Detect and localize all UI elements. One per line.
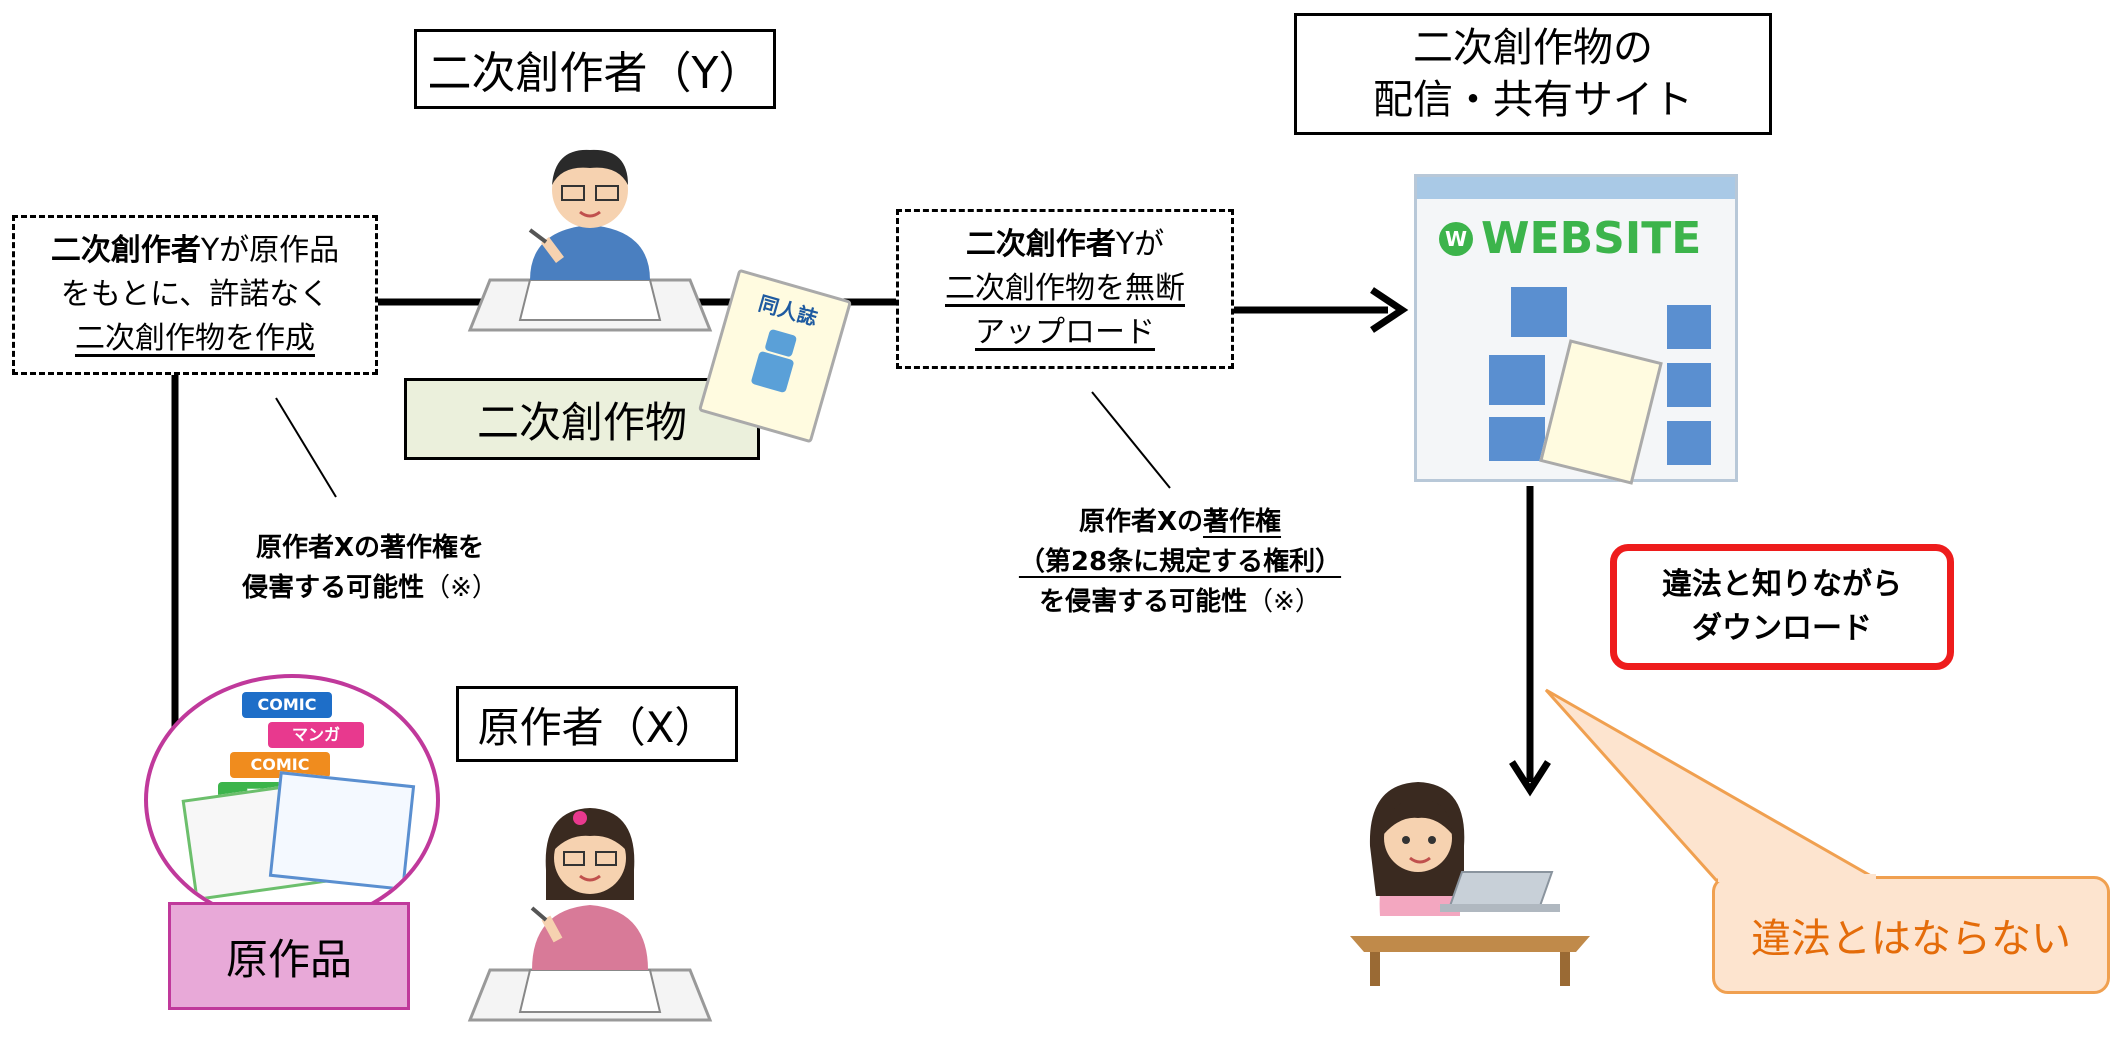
original-author-label: 原作者（X） — [456, 686, 738, 762]
website-image-block-3 — [1489, 417, 1545, 461]
original-work-circle: COMIC マンガ COMIC マンガ — [144, 674, 440, 926]
original-work-label: 原作品 — [168, 902, 410, 1010]
pointer-line-2 — [1091, 391, 1171, 489]
not-illegal-text: 違法とはならない — [1751, 916, 2071, 962]
infringe-note-2: 原作者Xの著作権 （第28条に規定する権利） を侵害する可能性（※） — [980, 502, 1380, 622]
arrow-head-down — [1509, 760, 1551, 797]
open-comic-book-2 — [268, 771, 416, 891]
infringe-note-1-mark: （※） — [424, 573, 498, 603]
note-upload-line1: Yが — [1115, 227, 1165, 262]
website-illustration: W WEBSITE — [1414, 174, 1738, 485]
derivative-work-text: 二次創作物 — [476, 397, 687, 447]
infringe-note-2-line1a: 原作者Xの — [1078, 507, 1204, 537]
website-sidebar-block-3 — [1667, 421, 1711, 465]
browser-bar — [1417, 177, 1735, 199]
website-sidebar-block-1 — [1667, 305, 1711, 349]
infringe-note-1-line1: 原作者Xの著作権を — [255, 533, 485, 563]
website-logo: W WEBSITE — [1439, 213, 1701, 264]
note-upload-bold: 二次創作者 — [965, 227, 1116, 262]
website-logo-icon: W — [1439, 221, 1473, 256]
note-create-line2: をもとに、許諾なく — [60, 277, 330, 312]
not-illegal-callout: 違法とはならない — [1712, 876, 2110, 994]
site-title-box: 二次創作物の 配信・共有サイト — [1294, 13, 1772, 135]
pointer-line-1 — [275, 397, 337, 498]
website-image-block-2 — [1489, 355, 1545, 405]
note-upload-line2: 二次創作物を無断 — [945, 271, 1185, 306]
secondary-creator-illustration — [450, 130, 730, 360]
illegal-download-line2: ダウンロード — [1692, 611, 1872, 646]
note-upload-line3: アップロード — [975, 315, 1155, 350]
infringe-note-2-line2: （第28条に規定する権利） — [1018, 547, 1342, 577]
secondary-creator-text: 二次創作者（Y） — [427, 48, 763, 99]
note-create: 二次創作者Yが原作品 をもとに、許諾なく 二次創作物を作成 — [12, 215, 378, 375]
secondary-creator-label: 二次創作者（Y） — [414, 29, 776, 109]
illegal-download-line1: 違法と知りながら — [1662, 567, 1902, 602]
arrow-head-right — [1370, 287, 1409, 333]
callout-joint — [1718, 874, 1876, 882]
comic-tag-2: マンガ — [268, 722, 364, 748]
website-logo-text: WEBSITE — [1481, 213, 1702, 264]
site-title-line2: 配信・共有サイト — [1373, 77, 1693, 123]
original-author-text: 原作者（X） — [477, 702, 717, 752]
original-work-text: 原作品 — [225, 934, 352, 984]
infringe-note-1-line2: 侵害する可能性 — [242, 573, 425, 603]
note-upload: 二次創作者Yが 二次創作物を無断 アップロード — [896, 209, 1234, 369]
note-create-line3: 二次創作物を作成 — [74, 321, 315, 356]
original-author-illustration — [450, 780, 730, 1030]
website-sidebar-block-2 — [1667, 363, 1711, 407]
site-title-line1: 二次創作物の — [1413, 25, 1653, 71]
downloader-illustration — [1340, 776, 1600, 990]
infringe-note-2-line3: を侵害する可能性 — [1039, 587, 1248, 617]
infringe-note-2-mark: （※） — [1247, 587, 1321, 617]
derivative-work-label: 二次創作物 — [404, 378, 760, 460]
website-doujinshi — [1539, 339, 1663, 485]
comic-tag-1: COMIC — [242, 692, 332, 718]
note-create-line1: Yが原作品 — [200, 233, 340, 268]
infringe-note-2-line1b: 著作権 — [1203, 507, 1282, 537]
website-image-block-1 — [1511, 287, 1567, 337]
infringe-note-1: 原作者Xの著作権を 侵害する可能性（※） — [220, 528, 520, 608]
robot-icon — [746, 326, 805, 396]
illegal-download-box: 違法と知りながら ダウンロード — [1610, 544, 1954, 670]
note-create-bold: 二次創作者 — [50, 233, 201, 268]
